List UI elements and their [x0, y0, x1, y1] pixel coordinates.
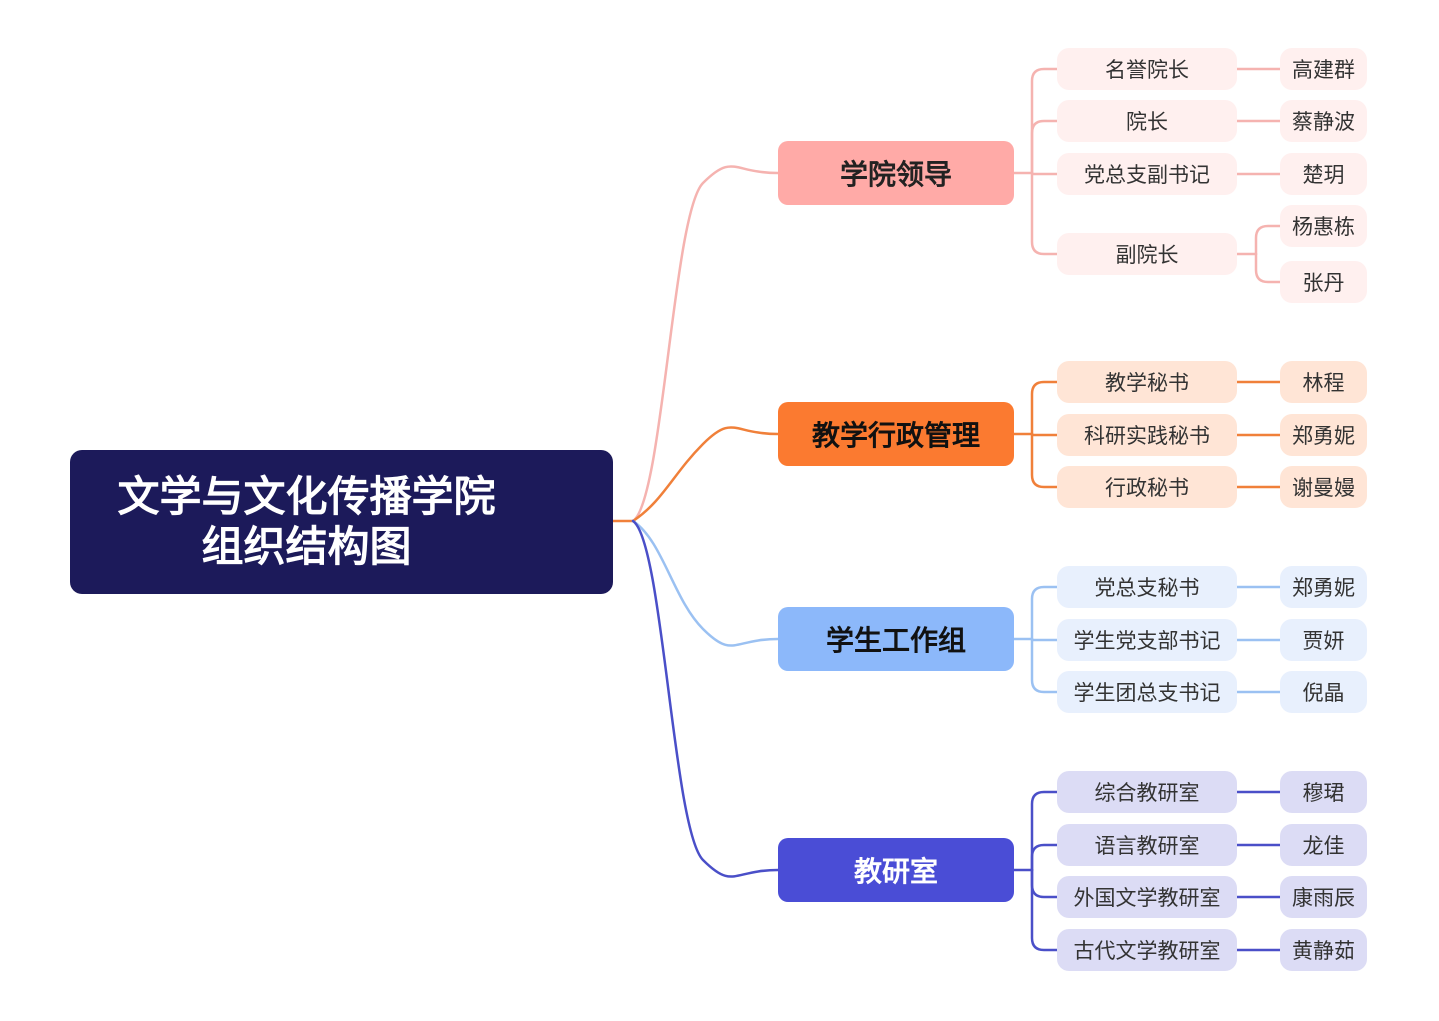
- person-node: 蔡静波: [1280, 100, 1367, 142]
- role-node: 党总支秘书: [1057, 566, 1237, 608]
- person-node: 黄静茹: [1280, 929, 1367, 971]
- branch-node-college-leadership: 学院领导: [778, 141, 1014, 205]
- role-node: 外国文学教研室: [1057, 876, 1237, 918]
- branch-node-teaching-research: 教研室: [778, 838, 1014, 902]
- root-node: 文学与文化传播学院 组织结构图: [70, 450, 613, 594]
- role-node: 古代文学教研室: [1057, 929, 1237, 971]
- person-node: 康雨辰: [1280, 876, 1367, 918]
- connector-line: [631, 519, 780, 878]
- connector-line: [1030, 843, 1059, 872]
- role-node: 行政秘书: [1057, 466, 1237, 508]
- branch-node-student-affairs: 学生工作组: [778, 607, 1014, 671]
- connector-line: [1030, 171, 1059, 256]
- connector-line: [1030, 119, 1059, 175]
- person-node: 倪晶: [1280, 671, 1367, 713]
- person-node: 杨惠栋: [1280, 205, 1367, 247]
- connector-line: [1030, 67, 1059, 175]
- role-node: 科研实践秘书: [1057, 414, 1237, 456]
- connector-line: [1030, 868, 1059, 952]
- connector-line: [1030, 380, 1059, 436]
- person-node: 林程: [1280, 361, 1367, 403]
- connector-line: [1030, 637, 1059, 642]
- connector-line: [1254, 224, 1282, 256]
- connector-line: [1030, 585, 1059, 641]
- connector-line: [1030, 868, 1059, 899]
- person-node: 郑勇妮: [1280, 414, 1367, 456]
- role-node: 院长: [1057, 100, 1237, 142]
- connector-line: [1030, 432, 1059, 437]
- root-title-line-1: 文学与文化传播学院: [117, 472, 496, 521]
- person-node: 高建群: [1280, 48, 1367, 90]
- person-node: 张丹: [1280, 261, 1367, 303]
- person-node: 楚玥: [1280, 153, 1367, 195]
- role-node: 综合教研室: [1057, 771, 1237, 813]
- connector-line: [631, 165, 780, 523]
- role-node: 学生党支部书记: [1057, 619, 1237, 661]
- role-node: 教学秘书: [1057, 361, 1237, 403]
- person-node: 郑勇妮: [1280, 566, 1367, 608]
- connector-line: [1030, 432, 1059, 489]
- connector-line: [1030, 637, 1059, 694]
- role-node: 名誉院长: [1057, 48, 1237, 90]
- connector-line: [1254, 252, 1282, 284]
- person-node: 穆珺: [1280, 771, 1367, 813]
- person-node: 谢曼嫚: [1280, 466, 1367, 508]
- person-node: 龙佳: [1280, 824, 1367, 866]
- connector-line: [1030, 790, 1059, 872]
- role-node: 学生团总支书记: [1057, 671, 1237, 713]
- connector-line: [631, 426, 780, 523]
- person-node: 贾妍: [1280, 619, 1367, 661]
- root-title-line-2: 组织结构图: [201, 522, 412, 571]
- role-node: 副院长: [1057, 233, 1237, 275]
- role-node: 党总支副书记: [1057, 153, 1237, 195]
- role-node: 语言教研室: [1057, 824, 1237, 866]
- connector-line: [1030, 171, 1059, 176]
- branch-node-teaching-admin: 教学行政管理: [778, 402, 1014, 466]
- connector-line: [631, 519, 780, 647]
